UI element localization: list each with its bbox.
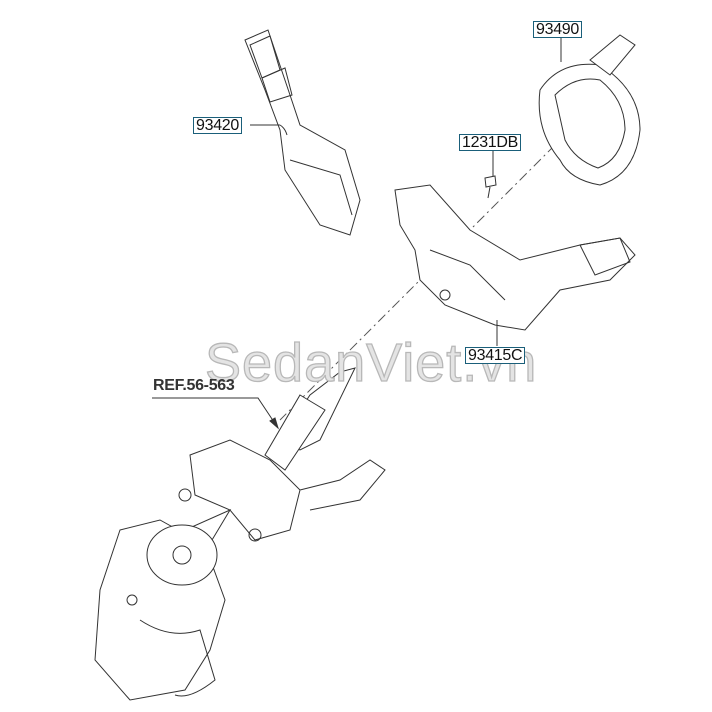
switch-93415C [394,184,636,346]
label-93415C[interactable]: 93415C [465,347,526,364]
reference-label[interactable]: REF.56-563 [153,377,235,394]
label-93490[interactable]: 93490 [533,21,582,38]
switch-93420 [244,29,361,236]
screw-1231DB [484,150,497,199]
clock-spring-93490 [538,34,641,186]
center-axis-line [279,144,556,421]
steering-column [94,367,386,701]
ref-leader-line [152,397,279,429]
label-93420[interactable]: 93420 [193,117,242,134]
label-1231DB[interactable]: 1231DB [459,134,522,151]
